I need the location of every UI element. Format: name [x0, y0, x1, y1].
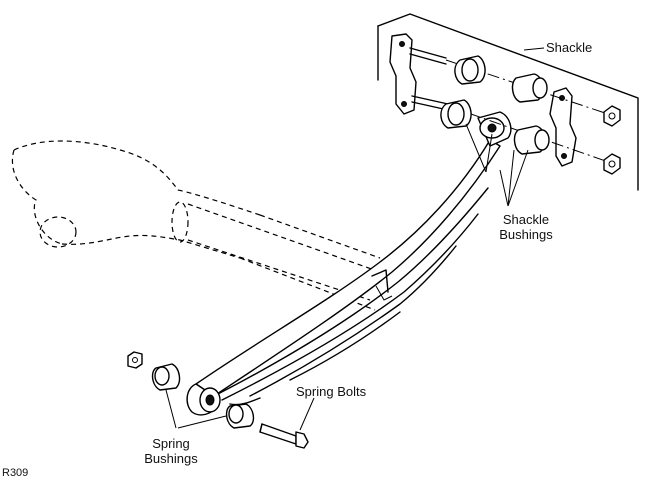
phantom-axle [11, 140, 381, 311]
spring-bushings [151, 363, 255, 429]
rear-spring-eye [477, 111, 512, 147]
spring-bushings-label: Spring Bushings [140, 436, 202, 466]
shackle-plate-right [549, 87, 577, 167]
spring-bushings-label-line1: Spring [152, 436, 190, 451]
figure-reference: R309 [2, 467, 29, 479]
frame-plate [377, 13, 639, 191]
spring-bolts-label: Spring Bolts [296, 384, 367, 399]
leaf-spring [195, 139, 501, 406]
front-spring-eye [186, 383, 221, 416]
shackle-bushings [440, 55, 550, 155]
shackle-studs [409, 47, 449, 111]
spring-bushings-label-line2: Bushings [144, 451, 198, 466]
shackle-label: Shackle [546, 40, 593, 55]
shackle-bushings-label-line1: Shackle [502, 212, 550, 227]
shackle-nuts [603, 105, 621, 175]
front-nut [127, 351, 143, 369]
shackle-bushings-label-line2: Bushings [499, 227, 553, 242]
leader-lines [165, 47, 545, 431]
spring-bolt [259, 423, 309, 449]
shackle-bushings-label: Shackle Bushings [496, 212, 556, 242]
